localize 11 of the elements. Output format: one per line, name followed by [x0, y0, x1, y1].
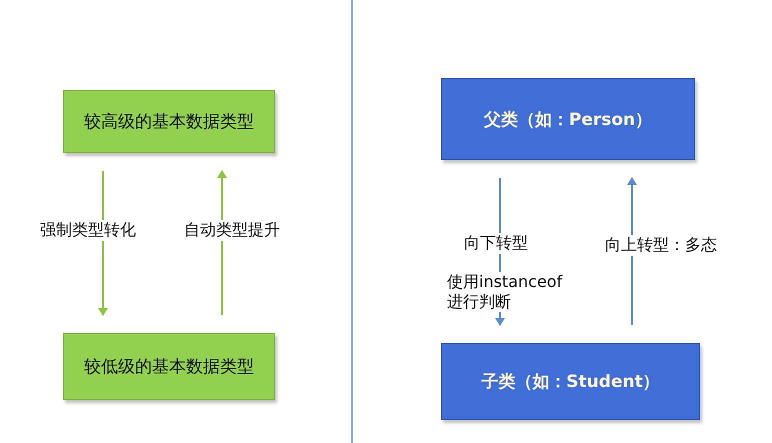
box-label: 子类（如：Student） — [481, 371, 660, 393]
type-box — [441, 78, 695, 160]
type-box — [63, 333, 275, 400]
edge-label: 强制类型转化 — [38, 220, 138, 241]
box-label: 较高级的基本数据类型 — [84, 111, 254, 133]
edge-label: 向上转型：多态 — [603, 235, 719, 256]
box-label: 较低级的基本数据类型 — [84, 356, 254, 378]
box-label: 父类（如：Person） — [484, 108, 652, 130]
edge-label: 向下转型 — [462, 233, 530, 254]
type-box — [63, 90, 275, 153]
type-box — [441, 343, 700, 420]
